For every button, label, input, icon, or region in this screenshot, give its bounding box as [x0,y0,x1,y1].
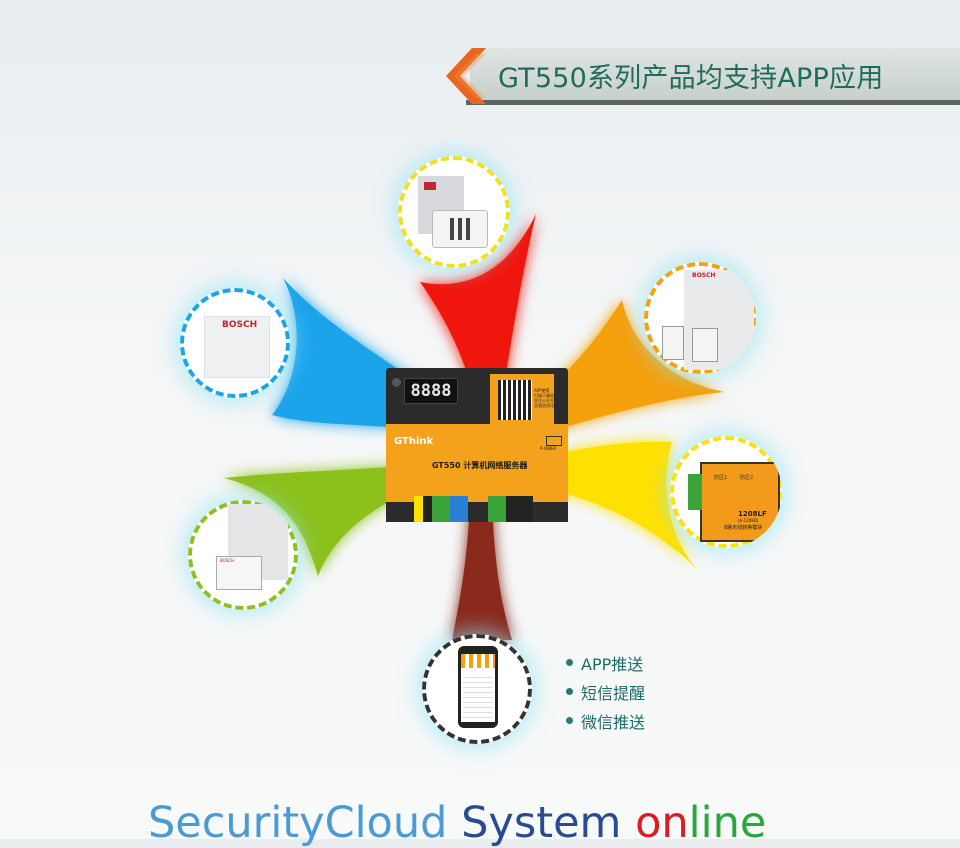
bosch-keypad-circle: BOSCH [644,262,756,374]
qr-code [498,380,532,420]
list-item: 短信提醒 [566,677,645,706]
phone-app-circle [422,634,532,744]
bosch-keypad-left-circle: BOSCH [188,500,298,610]
header-banner: GT550系列产品均支持APP应用 [446,48,960,105]
list-item: APP推送 [566,648,645,677]
led-display: 8888 [404,378,458,404]
petal-red [420,214,536,420]
chevron-left-icon [446,48,486,104]
bullet-icon [566,717,573,724]
panel-keypad-circle [398,156,510,268]
list-item: 微信推送 [566,706,645,735]
bosch-panel-circle: BOSCH [180,288,290,398]
gt550-device: 8888 APP使用 扫描二维码 关注公众号 及相关资讯 GThink P-OW… [386,368,568,526]
wireless-module-circle: 防区1 防区2 1208LF (A-1208D) 8路无线转换模块 [670,436,782,548]
bosch-logo: BOSCH [222,320,258,330]
footer-headline: SecurityCloud System online [148,798,767,848]
logo-badge [424,182,436,190]
banner-title: GT550系列产品均支持APP应用 [498,63,884,94]
device-name: GT550 计算机网络服务器 [432,461,528,470]
bullet-icon [566,688,573,695]
banner-background [470,48,960,100]
brand-logo: GThink [394,436,434,447]
bullet-icon [566,659,573,666]
terminal-block-right [488,496,533,522]
bosch-logo: BOSCH [692,272,716,279]
power-led [546,436,562,446]
banner-shadow [466,100,960,105]
qr-caption: APP使用 扫描二维码 关注公众号 及相关资讯 [534,388,554,408]
petal-brown [452,500,512,640]
notification-list: APP推送 短信提醒 微信推送 [566,648,645,735]
module-model: 1208LF [738,510,767,518]
terminal-block-left [414,496,468,522]
